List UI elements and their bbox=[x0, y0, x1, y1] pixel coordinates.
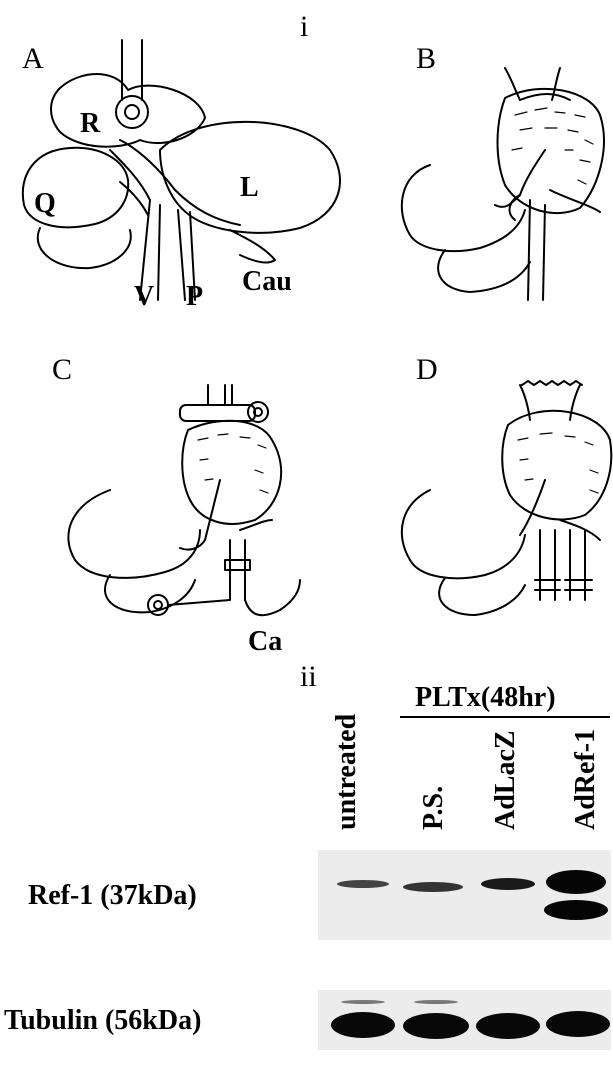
label-v: V bbox=[134, 281, 154, 312]
band-tubulin-ps bbox=[403, 1013, 469, 1039]
panel-d-drawing bbox=[402, 381, 611, 615]
band-tubulin-adlacz bbox=[476, 1013, 540, 1039]
row-label-ref1: Ref-1 (37kDa) bbox=[28, 880, 197, 912]
lane-label-ps: P.S. bbox=[418, 786, 450, 830]
faint-band bbox=[414, 1000, 458, 1004]
label-q: Q bbox=[34, 188, 56, 219]
label-p: P bbox=[186, 281, 203, 312]
band-tubulin-untreated bbox=[331, 1012, 395, 1038]
faint-band bbox=[341, 1000, 385, 1004]
label-cau: Cau bbox=[242, 266, 292, 297]
panel-b-drawing bbox=[402, 68, 604, 300]
band-tubulin-adref1 bbox=[546, 1011, 610, 1037]
label-l: L bbox=[240, 172, 259, 203]
lane-label-adref1: AdRef-1 bbox=[570, 729, 602, 830]
lane-label-untreated: untreated bbox=[331, 714, 363, 830]
band-ref1-adlacz bbox=[481, 878, 535, 890]
sketch-drawings: R Q L V P Cau bbox=[0, 0, 613, 700]
treatment-group-line bbox=[400, 716, 610, 718]
lane-label-adlacz: AdLacZ bbox=[490, 730, 522, 830]
band-ref1-ps bbox=[403, 882, 463, 892]
panel-a-drawing bbox=[23, 40, 340, 300]
row-label-tubulin: Tubulin (56kDa) bbox=[4, 1005, 201, 1037]
label-ca: Ca bbox=[248, 626, 282, 657]
label-r: R bbox=[80, 108, 101, 139]
blot-tubulin bbox=[318, 990, 611, 1050]
band-ref1-adref1-lower bbox=[544, 900, 608, 920]
blot-ref1 bbox=[318, 850, 611, 940]
band-ref1-adref1-upper bbox=[546, 870, 606, 894]
part-ii-label: ii bbox=[300, 660, 317, 694]
band-ref1-untreated bbox=[337, 880, 389, 888]
panel-c-drawing bbox=[68, 385, 300, 615]
treatment-group-label: PLTx(48hr) bbox=[415, 682, 556, 714]
